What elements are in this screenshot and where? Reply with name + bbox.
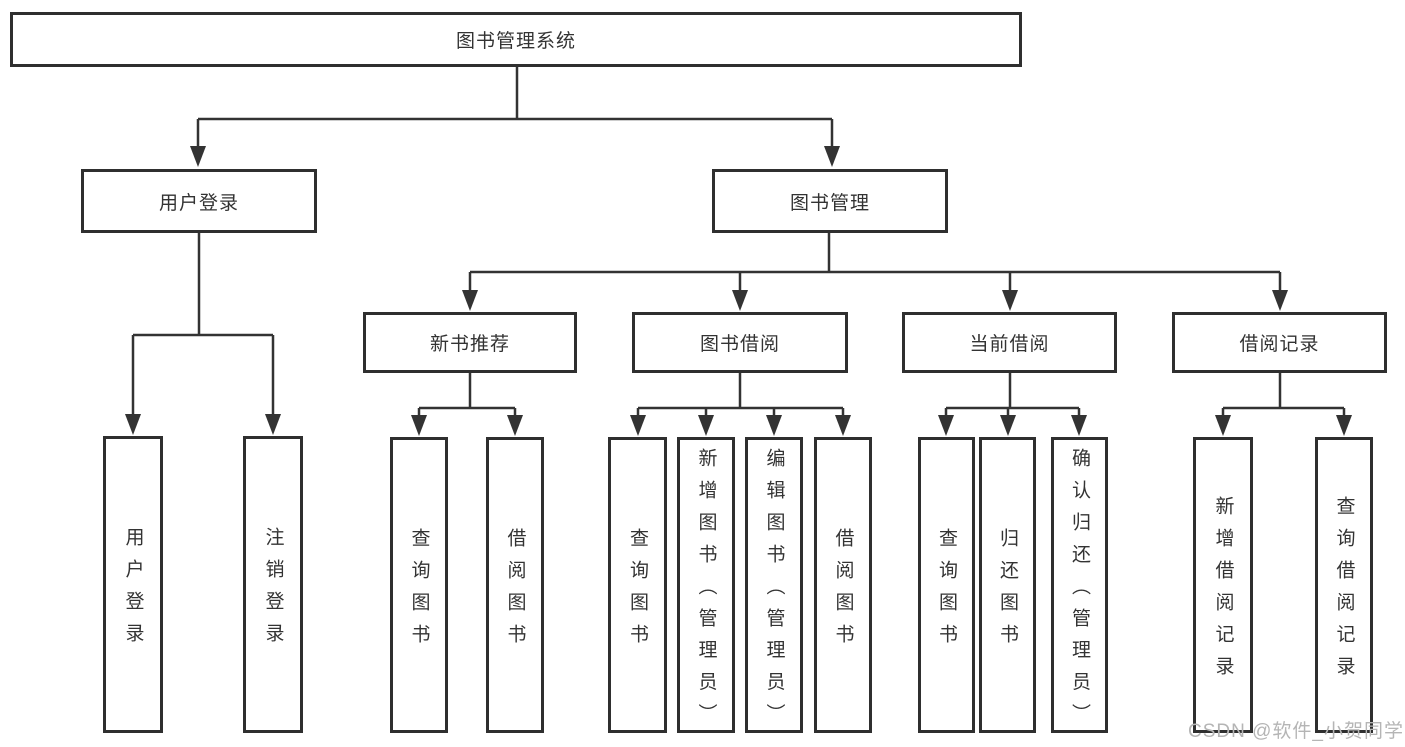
leaf-label: 用户登录 xyxy=(122,527,144,655)
arrow-icon xyxy=(630,415,646,436)
arrow-icon xyxy=(507,415,523,436)
node-current-borrow: 当前借阅 xyxy=(902,312,1117,373)
leaf-query-books-current: 查询图书 xyxy=(918,437,975,733)
node-book-borrow-label: 图书借阅 xyxy=(699,334,780,355)
leaf-query-books-recommend: 查询图书 xyxy=(390,437,448,733)
leaf-label: 查询图书 xyxy=(936,527,957,656)
leaf-add-books-admin: 新增图书（管理员） xyxy=(677,437,735,736)
node-root-label: 图书管理系统 xyxy=(455,31,576,52)
arrow-icon xyxy=(190,146,206,167)
leaf-borrow-books: 借阅图书 xyxy=(814,437,872,733)
node-book-management: 图书管理 xyxy=(712,169,948,233)
leaf-label: 确认归还（管理员） xyxy=(1069,447,1090,736)
arrow-icon xyxy=(835,415,851,436)
node-new-book-recommend-label: 新书推荐 xyxy=(429,334,510,355)
node-user-login-label: 用户登录 xyxy=(158,192,239,214)
node-user-login: 用户登录 xyxy=(81,169,317,233)
leaf-label: 新增借阅记录 xyxy=(1212,495,1234,688)
node-book-borrow: 图书借阅 xyxy=(632,312,848,373)
leaf-label: 借阅图书 xyxy=(504,527,526,656)
arrow-icon xyxy=(766,415,782,436)
leaf-return-books: 归还图书 xyxy=(979,437,1036,733)
arrow-icon xyxy=(698,415,714,436)
leaf-label: 注销登录 xyxy=(262,527,284,655)
leaf-borrow-books-recommend: 借阅图书 xyxy=(486,437,544,733)
arrow-icon xyxy=(938,415,954,436)
arrow-icon xyxy=(1272,290,1288,311)
leaf-label: 查询图书 xyxy=(408,527,430,656)
leaf-label: 编辑图书（管理员） xyxy=(763,447,785,736)
leaf-add-borrow-record: 新增借阅记录 xyxy=(1193,437,1253,733)
leaf-label: 查询图书 xyxy=(627,527,648,656)
node-new-book-recommend: 新书推荐 xyxy=(363,312,577,373)
arrow-icon xyxy=(1215,415,1231,436)
leaf-label: 查询借阅记录 xyxy=(1333,495,1355,688)
node-book-management-label: 图书管理 xyxy=(789,192,870,214)
node-borrow-records-label: 借阅记录 xyxy=(1239,334,1320,355)
arrow-icon xyxy=(1336,415,1352,436)
node-current-borrow-label: 当前借阅 xyxy=(969,334,1050,355)
arrow-icon xyxy=(1002,290,1018,311)
leaf-user-login: 用户登录 xyxy=(103,436,163,733)
leaf-label: 新增图书（管理员） xyxy=(695,447,717,736)
watermark: CSDN @软件_小贺同学 xyxy=(1188,721,1404,742)
arrow-icon xyxy=(1000,415,1016,436)
leaf-logout: 注销登录 xyxy=(243,436,303,733)
leaf-query-borrow-record: 查询借阅记录 xyxy=(1315,437,1373,733)
arrow-icon xyxy=(462,290,478,311)
leaf-label: 归还图书 xyxy=(997,527,1018,656)
arrow-icon xyxy=(125,414,141,435)
leaf-confirm-return-admin: 确认归还（管理员） xyxy=(1051,437,1108,736)
node-borrow-records: 借阅记录 xyxy=(1172,312,1387,373)
node-root: 图书管理系统 xyxy=(10,12,1022,67)
arrow-icon xyxy=(824,146,840,167)
arrow-icon xyxy=(1071,415,1087,436)
leaf-edit-books-admin: 编辑图书（管理员） xyxy=(745,437,803,736)
leaf-query-books-borrow: 查询图书 xyxy=(608,437,667,733)
arrow-icon xyxy=(411,415,427,436)
leaf-label: 借阅图书 xyxy=(832,527,854,656)
arrow-icon xyxy=(732,290,748,311)
arrow-icon xyxy=(265,414,281,435)
